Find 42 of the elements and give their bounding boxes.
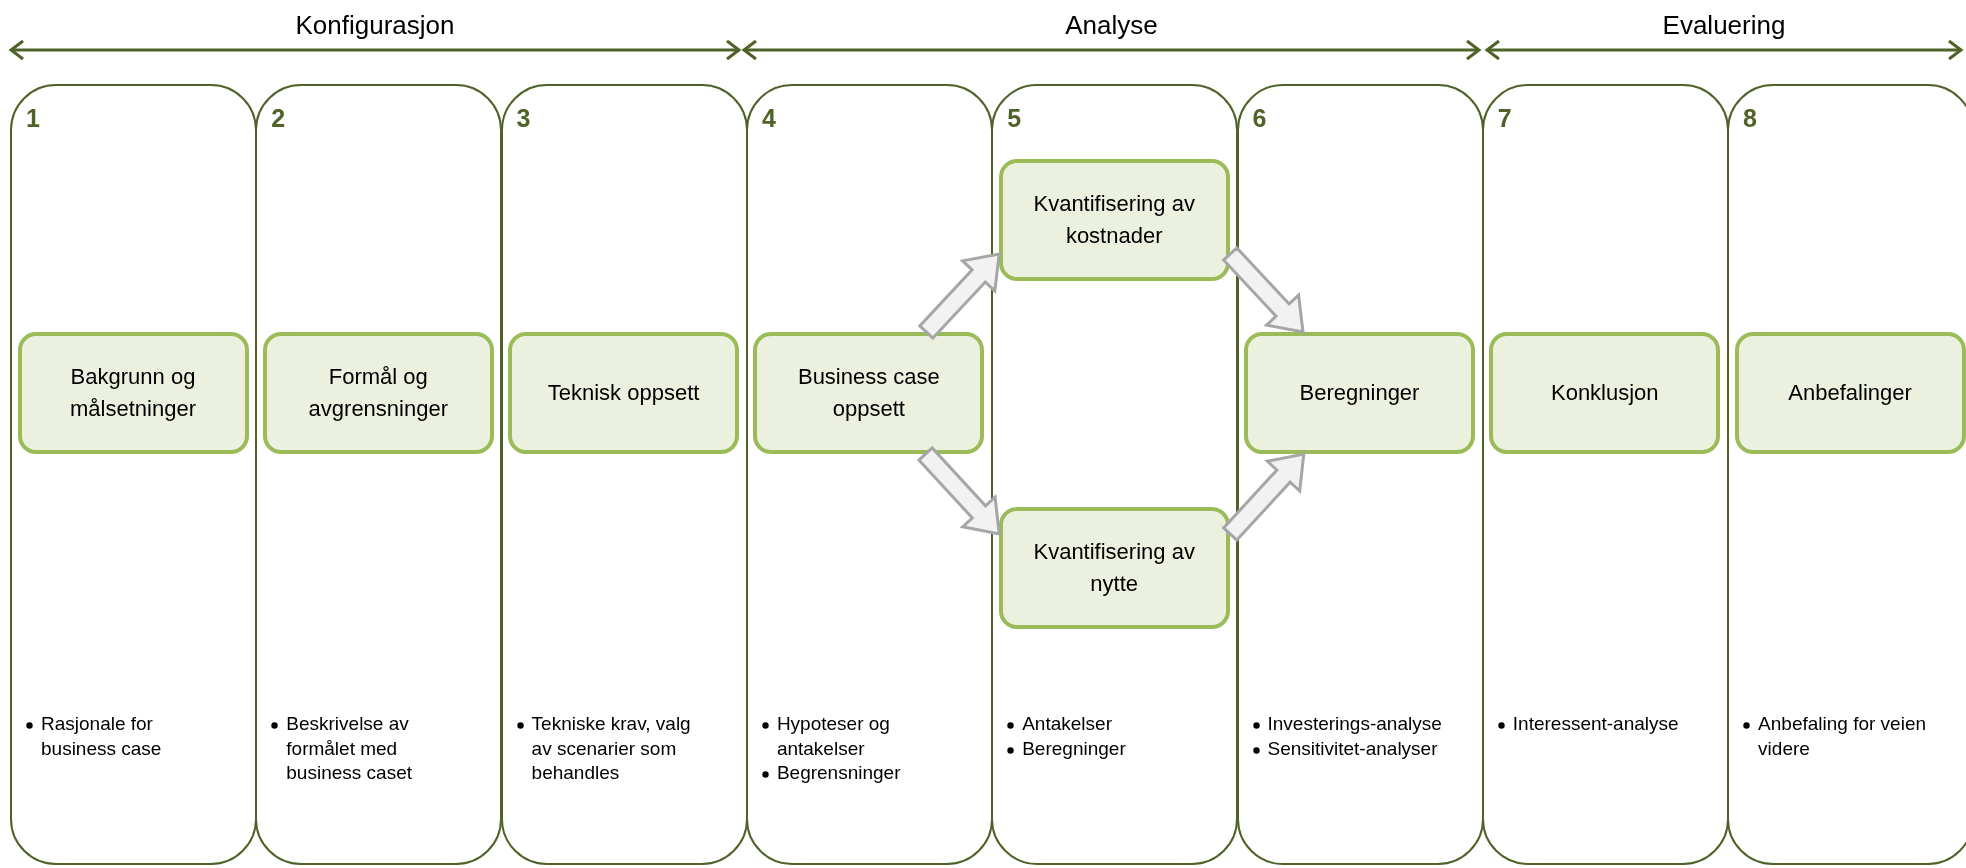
phase-label: Evaluering (1662, 10, 1786, 41)
step-column (1236, 84, 1484, 865)
bullet-item: Anbefaling for veien videre (1758, 712, 1928, 761)
step-number: 1 (26, 104, 40, 133)
step-number: 6 (1252, 104, 1267, 133)
bullet-item: Sensitivitet-analyser (1267, 736, 1438, 761)
step-column (500, 84, 748, 865)
bullet-item: Interessent-analyse (1512, 712, 1679, 736)
bullet-item: Hypoteser og antakelser (776, 712, 891, 761)
step-number: 3 (516, 104, 531, 133)
phase-label: Analyse (1065, 10, 1158, 41)
process-box: Beregninger (1244, 331, 1475, 454)
process-box: Anbefalinger (1734, 331, 1966, 454)
bullet-item: Tekniske krav, valg av scenarier som behandles (531, 712, 692, 786)
block-arrow (1221, 452, 1306, 543)
bullet-item: Antakelser (1022, 712, 1112, 736)
block-arrow (917, 252, 1001, 341)
process-box: Teknisk oppsett (508, 331, 740, 454)
process-box: Formål og avgrensninger (262, 331, 494, 454)
process-box: Kvantifisering av kostnader (998, 158, 1230, 281)
bullet-item: Begrensninger (776, 761, 901, 786)
process-box: Konklusjon (1489, 331, 1721, 454)
step-column (1481, 84, 1729, 865)
process-box: Bakgrunn og målsetninger (17, 331, 249, 454)
bullet-item: Beregninger (1022, 736, 1126, 761)
bullet-item: Beskrivelse av formålet med business caset (286, 712, 413, 786)
block-arrow (1221, 245, 1305, 334)
step-column (1727, 84, 1966, 865)
bullet-item: Investerings-analyse (1267, 712, 1442, 736)
process-box: Kvantifisering av nytte (998, 506, 1230, 629)
process-box: Business case oppsett (753, 331, 985, 454)
step-column (255, 84, 503, 865)
phase-label: Konfigurasjon (295, 10, 455, 41)
step-number: 2 (271, 104, 286, 133)
block-arrow (916, 445, 1001, 536)
step-column (10, 84, 257, 865)
step-number: 8 (1743, 104, 1757, 133)
step-number: 5 (1007, 104, 1022, 133)
bullet-item: Rasjonale for business case (41, 712, 163, 761)
step-column (991, 84, 1239, 865)
step-number: 4 (761, 104, 776, 133)
step-number: 7 (1497, 104, 1512, 133)
